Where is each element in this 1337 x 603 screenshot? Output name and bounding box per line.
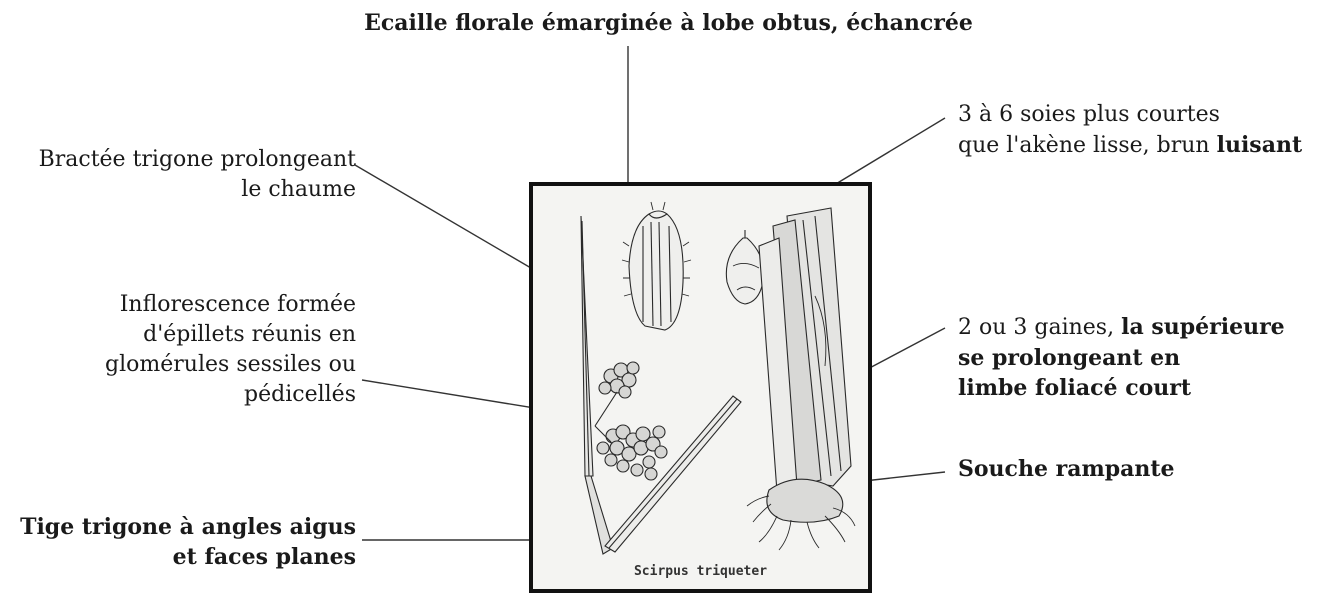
leader-line-gaines: [862, 328, 945, 372]
soies-line-2: que l'akène lisse, brun luisant: [958, 130, 1302, 161]
soies-label: 3 à 6 soies plus courtes que l'akène lis…: [958, 100, 1302, 161]
soies-line-1: 3 à 6 soies plus courtes: [958, 100, 1302, 130]
tige-line-1: Tige trigone à angles aigus: [20, 512, 356, 542]
soies-line-2-normal: que l'akène lisse, brun: [958, 133, 1217, 158]
achene-drawing: [726, 230, 763, 304]
souche-text: Souche rampante: [958, 456, 1175, 482]
inflorescence-line-3: glomérules sessiles ou: [105, 350, 356, 380]
tige-label: Tige trigone à angles aigus et faces pla…: [20, 512, 356, 572]
souche-label: Souche rampante: [958, 454, 1175, 484]
bractee-label: Bractée trigone prolongeant le chaume: [39, 145, 356, 205]
gaines-line-1-bold: la supérieure: [1121, 314, 1285, 340]
inflorescence-line-1: Inflorescence formée: [105, 290, 356, 320]
inflorescence-cluster: [597, 362, 667, 480]
gaines-label: 2 ou 3 gaines, la supérieure se prolonge…: [958, 312, 1285, 403]
title-label: Ecaille florale émarginée à lobe obtus, …: [0, 8, 1337, 38]
bractee-line-1: Bractée trigone prolongeant: [39, 145, 356, 175]
inflorescence-peduncle: [595, 392, 617, 426]
plant-drawing: [533, 186, 868, 589]
plate-caption: Scirpus triqueter: [533, 564, 868, 579]
sheaths-drawing: [759, 208, 851, 492]
title-text: Ecaille florale émarginée à lobe obtus, …: [364, 10, 973, 36]
inflorescence-line-2: d'épillets réunis en: [105, 320, 356, 350]
soies-line-2-bold: luisant: [1217, 132, 1303, 158]
tige-line-2: et faces planes: [20, 542, 356, 572]
stem-diagonal-vein: [609, 399, 737, 548]
illustration-plate: Scirpus triqueter: [529, 182, 872, 593]
gaines-line-3: limbe foliacé court: [958, 373, 1285, 403]
rhizome-drawing: [747, 479, 855, 550]
floral-scale-drawing: [622, 202, 691, 330]
gaines-line-1: 2 ou 3 gaines, la supérieure: [958, 312, 1285, 343]
gaines-line-1-normal: 2 ou 3 gaines,: [958, 315, 1121, 340]
inflorescence-label: Inflorescence formée d'épillets réunis e…: [105, 290, 356, 410]
bractee-line-2: le chaume: [39, 175, 356, 205]
inflorescence-line-4: pédicellés: [105, 380, 356, 410]
gaines-line-2: se prolongeant en: [958, 343, 1285, 373]
